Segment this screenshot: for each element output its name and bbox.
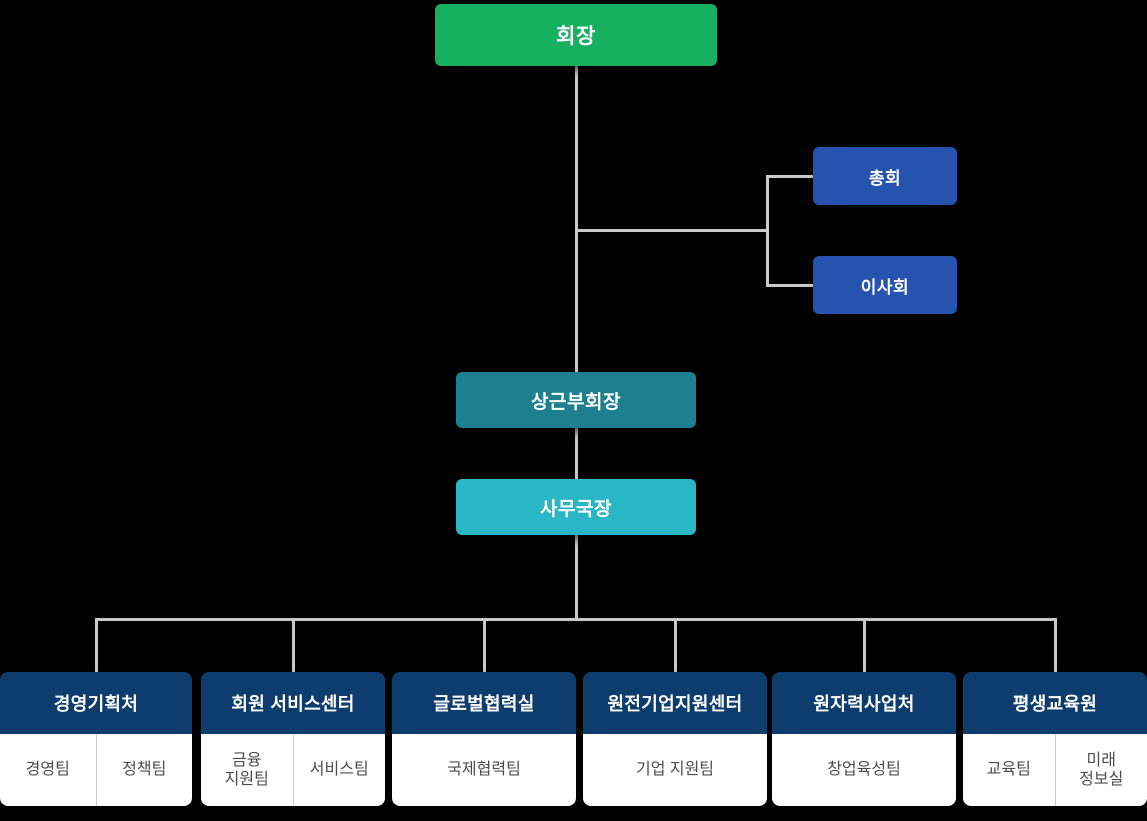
secretary-general-label: 사무국장 xyxy=(540,498,612,520)
chairman-label: 회장 xyxy=(556,25,596,48)
vice-chairman-box: 상근부회장 xyxy=(456,372,696,428)
general-assembly-box: 총회 xyxy=(813,147,957,205)
team-cell: 정책팀 xyxy=(95,734,193,806)
team-cell: 교육팀 xyxy=(986,761,1031,779)
connector-dept-drop-5 xyxy=(863,620,866,672)
connector-bottom-bar xyxy=(95,618,1057,621)
dept-header: 원전기업지원센터 xyxy=(583,672,767,734)
dept-name-label: 회원 서비스센터 xyxy=(231,694,355,714)
team-cell: 경영팀 xyxy=(25,761,70,779)
dept-name-label: 경영기획처 xyxy=(53,694,139,714)
dept-body: 창업육성팀 xyxy=(772,734,956,806)
dept-box-global-cooperation: 글로벌협력실 국제협력팀 xyxy=(392,672,576,806)
dept-box-nuclear-business: 원자력사업처 창업육성팀 xyxy=(772,672,956,806)
connector-main-trunk xyxy=(575,66,578,620)
team-cell: 서비스팀 xyxy=(292,734,386,806)
dept-box-nuclear-company-support: 원전기업지원센터 기업 지원팀 xyxy=(583,672,767,806)
secretary-general-box: 사무국장 xyxy=(456,479,696,535)
connector-dept-drop-3 xyxy=(483,620,486,672)
team-cell: 금융 지원팀 xyxy=(224,751,269,788)
board-of-directors-label: 이사회 xyxy=(860,277,910,297)
dept-name-label: 원자력사업처 xyxy=(813,694,915,714)
dept-box-management-planning: 경영기획처 경영팀 정책팀 xyxy=(0,672,192,806)
dept-name-label: 글로벌협력실 xyxy=(433,694,535,714)
connector-board-stub xyxy=(766,284,813,287)
dept-name-label: 원전기업지원센터 xyxy=(607,694,743,714)
vice-chairman-label: 상근부회장 xyxy=(531,391,621,413)
dept-box-lifelong-education: 평생교육원 교육팀 미래 정보실 xyxy=(963,672,1147,806)
chairman-box: 회장 xyxy=(435,4,717,66)
dept-header: 글로벌협력실 xyxy=(392,672,576,734)
dept-header: 원자력사업처 xyxy=(772,672,956,734)
dept-body: 경영팀 정책팀 xyxy=(0,734,192,806)
connector-dept-drop-2 xyxy=(292,620,295,672)
dept-header: 경영기획처 xyxy=(0,672,192,734)
connector-assembly-stub xyxy=(766,175,813,178)
dept-body: 금융 지원팀 서비스팀 xyxy=(201,734,385,806)
connector-dept-drop-6 xyxy=(1054,620,1057,672)
dept-name-label: 평생교육원 xyxy=(1012,694,1098,714)
team-cell: 창업육성팀 xyxy=(827,761,901,779)
dept-body: 국제협력팀 xyxy=(392,734,576,806)
team-cell: 국제협력팀 xyxy=(447,761,521,779)
connector-dept-drop-1 xyxy=(95,620,98,672)
dept-header: 평생교육원 xyxy=(963,672,1147,734)
dept-header: 회원 서비스센터 xyxy=(201,672,385,734)
team-cell: 미래 정보실 xyxy=(1054,734,1147,806)
team-cell: 기업 지원팀 xyxy=(635,761,715,779)
connector-branch-vertical xyxy=(766,175,769,287)
dept-box-member-service: 회원 서비스센터 금융 지원팀 서비스팀 xyxy=(201,672,385,806)
dept-body: 기업 지원팀 xyxy=(583,734,767,806)
general-assembly-label: 총회 xyxy=(868,168,902,188)
connector-dept-drop-4 xyxy=(674,620,677,672)
board-of-directors-box: 이사회 xyxy=(813,256,957,314)
connector-branch-horizontal xyxy=(575,229,769,232)
dept-body: 교육팀 미래 정보실 xyxy=(963,734,1147,806)
